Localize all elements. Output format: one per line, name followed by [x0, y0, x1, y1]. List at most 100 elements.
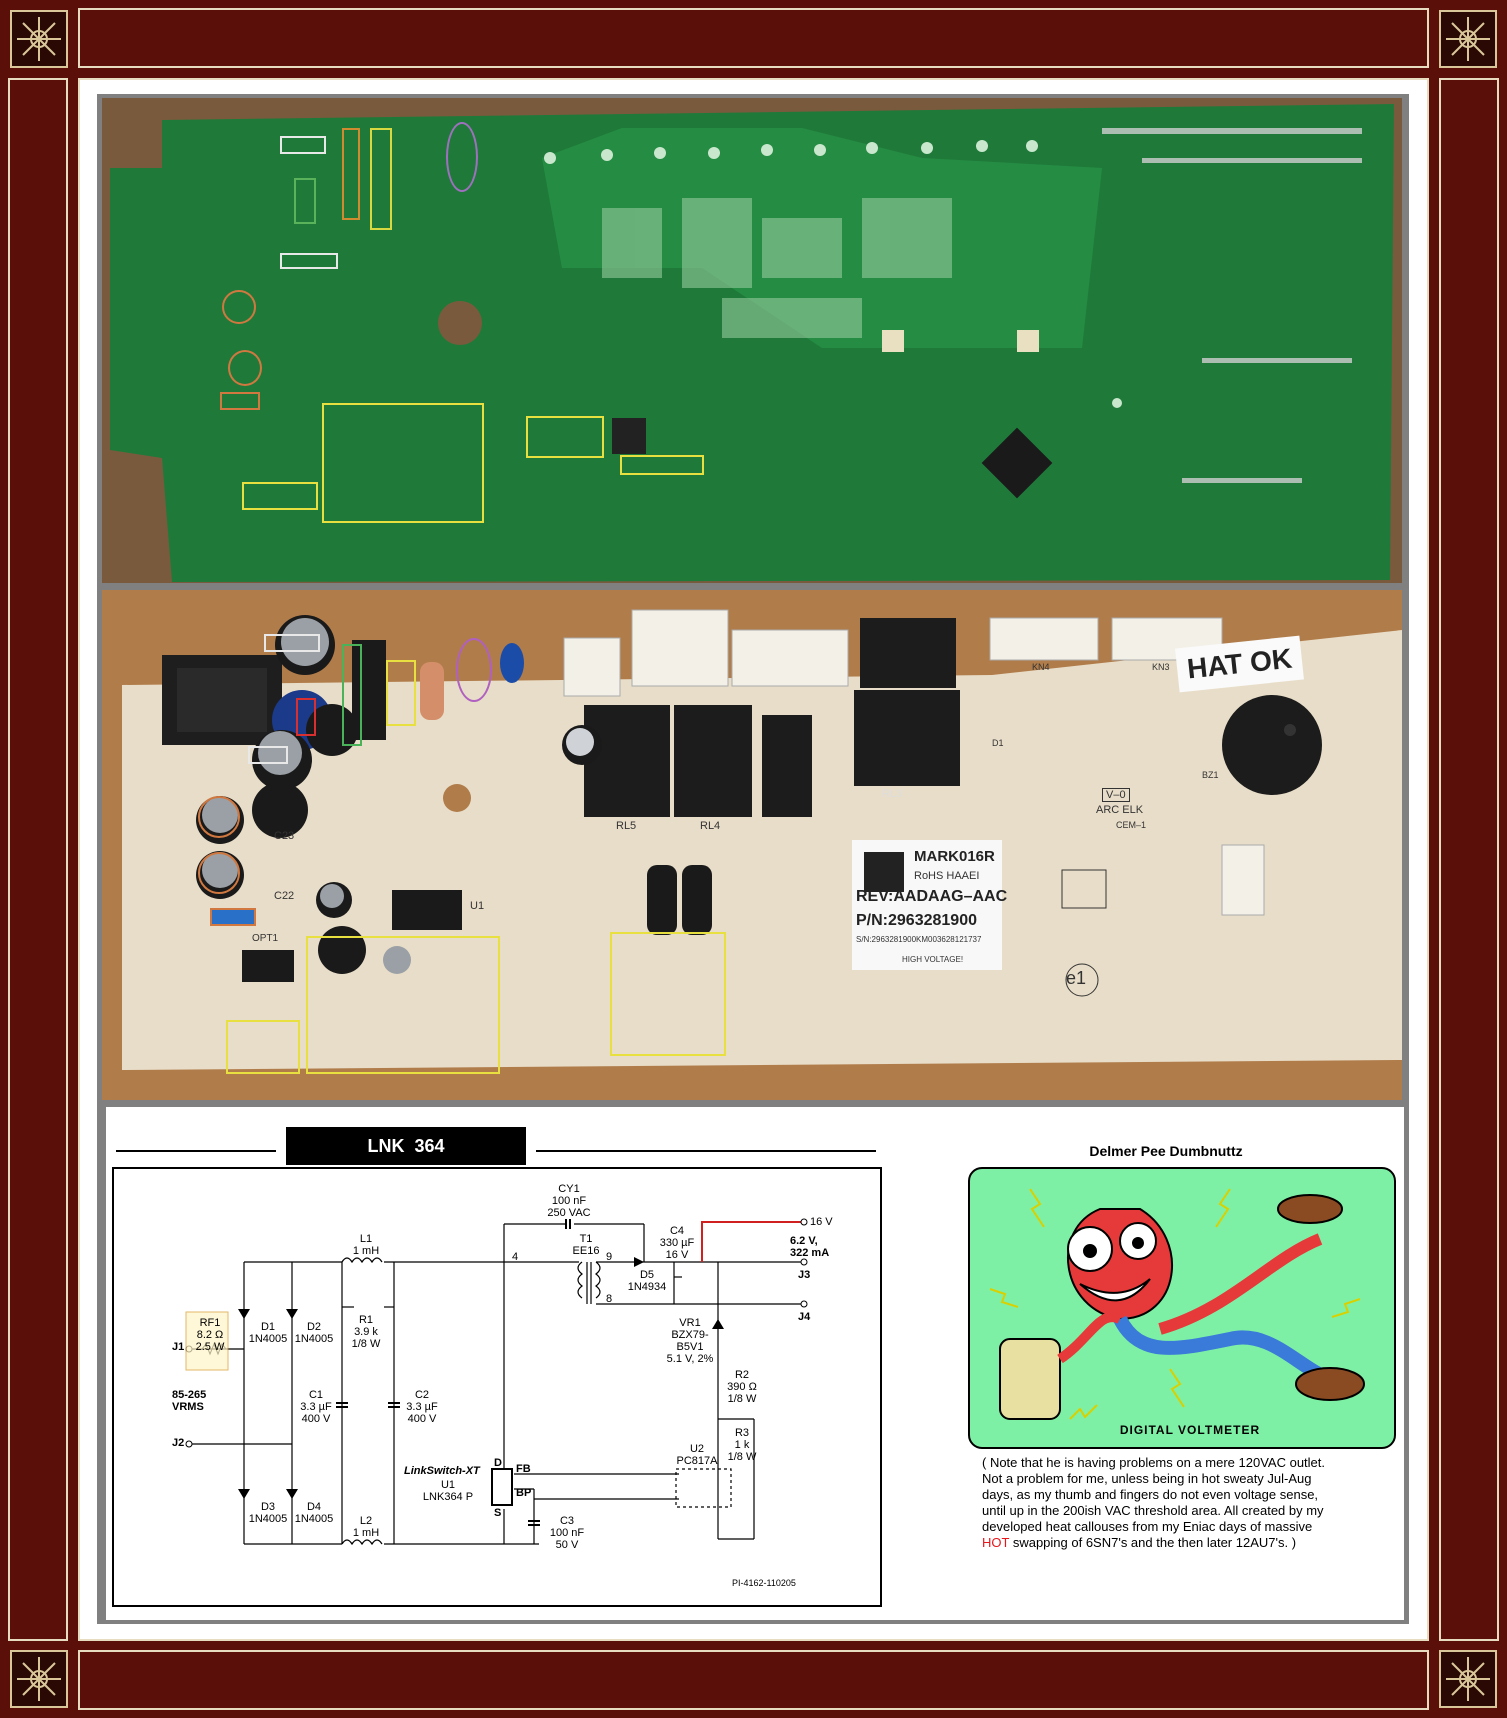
pi-code-label: PI-4162-110205	[732, 1578, 796, 1588]
highlight-box	[342, 644, 362, 746]
high-voltage-label: HIGH VOLTAGE!	[902, 955, 964, 964]
pin4-label: 4	[512, 1251, 519, 1263]
highlight-circle	[198, 796, 240, 838]
highlight-box	[264, 634, 320, 652]
title-rule-left	[116, 1150, 276, 1152]
u1-brand-label: LinkSwitch-XT	[404, 1465, 480, 1477]
highlight-box	[296, 698, 316, 736]
j3-label: J3	[798, 1269, 811, 1281]
highlight-box	[210, 908, 256, 926]
pin-d-label: D	[494, 1457, 502, 1469]
highlight-oval	[456, 638, 492, 702]
cartoon-caption: DIGITAL VOLTMETER	[1119, 1423, 1261, 1437]
opt1-label: OPT1	[252, 933, 279, 944]
rev-label: REV:AADAAG–AAC	[856, 888, 1008, 905]
highlight-box	[220, 392, 260, 410]
pin-bp-label: BP	[516, 1487, 532, 1499]
title-rule-right	[536, 1150, 876, 1152]
pcb-back-art	[110, 104, 1394, 582]
highlight-box	[294, 178, 316, 224]
v0-label: V–0	[1102, 788, 1130, 802]
highlight-box	[620, 455, 704, 475]
rohs-label: RoHS HAAEI	[914, 870, 980, 882]
note-line: days, as my thumb and fingers do not eve…	[982, 1487, 1319, 1502]
e1-mark: e1	[1066, 968, 1087, 988]
arc-label: ARC ELK	[1096, 804, 1144, 816]
cem-label: CEM–1	[1116, 820, 1147, 830]
rl4-label: RL4	[700, 820, 721, 832]
j4-label: J4	[798, 1311, 811, 1323]
d1-label: D1	[992, 738, 1004, 748]
c23-label: C23	[274, 830, 295, 842]
cartoon-image: DIGITAL VOLTMETER	[968, 1167, 1396, 1449]
sn-label: S/N:2963281900KM003628121737	[856, 935, 982, 944]
c22-label: C22	[274, 890, 295, 902]
cartoon-heading: Delmer Pee Dumbnuttz	[1089, 1143, 1243, 1159]
highlight-box	[280, 253, 338, 269]
output-label: 6.2 V,322 mA	[790, 1235, 830, 1259]
highlight-box	[526, 416, 604, 458]
corner-ornament-icon	[10, 1650, 68, 1708]
highlight-circle	[222, 290, 256, 324]
highlight-box	[610, 932, 726, 1056]
kn4-label: KN4	[1032, 662, 1050, 672]
corner-ornament-icon	[1439, 1650, 1497, 1708]
model-label: MARK016R	[914, 848, 995, 865]
highlight-box	[226, 1020, 300, 1074]
highlight-box	[322, 403, 484, 523]
highlight-oval	[446, 122, 478, 192]
highlight-box	[242, 482, 318, 510]
pcb-front-art	[122, 609, 1402, 1070]
v16-label: 16 V	[810, 1216, 833, 1228]
note-line: developed heat callouses from my Eniac d…	[982, 1519, 1313, 1534]
j1-label: J1	[172, 1341, 185, 1353]
bottom-border-bar	[78, 1650, 1429, 1710]
pin9-label: 9	[606, 1251, 613, 1263]
note-line: ( Note that he is having problems on a m…	[982, 1455, 1326, 1470]
top-border-bar	[78, 8, 1429, 68]
bz1-label: BZ1	[1202, 770, 1219, 780]
cartoon-note: ( Note that he is having problems on a m…	[982, 1455, 1402, 1551]
highlight-box	[342, 128, 360, 220]
right-border-bar	[1439, 78, 1499, 1641]
pin8-label: 8	[606, 1293, 613, 1305]
note-last: swapping of 6SN7's and the then later 12…	[1009, 1535, 1297, 1550]
rl3-label: RL3	[882, 788, 903, 800]
note-line: HOT swapping of 6SN7's and the then late…	[982, 1535, 1402, 1551]
highlight-circle	[198, 852, 240, 894]
note-hot-word: HOT	[982, 1535, 1010, 1550]
corner-ornament-icon	[10, 10, 68, 68]
highlight-box	[370, 128, 392, 230]
highlight-box	[306, 936, 500, 1074]
note-line: Not a problem for me, unless being in ho…	[982, 1471, 1312, 1486]
highlight-box	[280, 136, 326, 154]
pcb-front-photo: HAT OK MARK016R RoHS HAAEI REV:AADAAG–AA…	[102, 590, 1402, 1100]
highlight-box	[386, 660, 416, 726]
schematic-wires	[185, 1218, 808, 1546]
highlight-box	[248, 746, 288, 764]
pin-s-label: S	[494, 1507, 502, 1519]
kn3-label: KN3	[1152, 662, 1170, 672]
pcb-back-photo	[102, 98, 1402, 583]
